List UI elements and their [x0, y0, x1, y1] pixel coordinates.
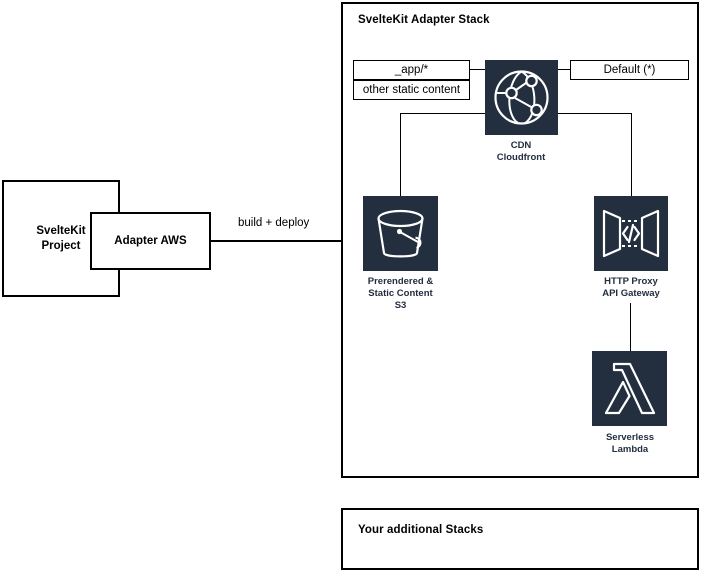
lambda-label: Serverless Lambda — [605, 432, 655, 455]
cdn-cloudfront-tile — [485, 60, 558, 135]
apigw-to-lambda-connector — [630, 303, 631, 351]
s3-tile — [363, 196, 438, 271]
globe-network-icon — [485, 60, 558, 135]
app-path-behavior-label: _app/* — [394, 64, 429, 76]
additional-stacks-box — [341, 508, 699, 570]
app-path-behavior-box: _app/* — [353, 60, 470, 80]
sveltekit-project-label: SvelteKit Project — [36, 225, 86, 252]
api-gateway-icon — [594, 196, 668, 271]
app-path-to-cdn-connector — [470, 69, 485, 70]
additional-stacks-title: Your additional Stacks — [358, 524, 484, 536]
cdn-to-s3-connector-horizontal — [400, 113, 486, 114]
other-static-behavior-label: other static content — [362, 84, 461, 96]
cdn-to-s3-connector-vertical — [400, 113, 401, 196]
sveltekit-adapter-stack-title: SvelteKit Adapter Stack — [358, 14, 490, 26]
lambda-tile — [592, 351, 667, 426]
api-gateway-label: HTTP Proxy API Gateway — [602, 276, 660, 299]
default-behavior-label: Default (*) — [603, 64, 656, 76]
other-static-behavior-box: other static content — [353, 80, 470, 100]
cdn-to-default-connector — [558, 69, 570, 70]
cdn-cloudfront-label: CDN Cloudfront — [496, 140, 546, 163]
cdn-to-apigw-connector-horizontal — [558, 113, 632, 114]
adapter-aws-label: Adapter AWS — [114, 234, 187, 247]
cdn-to-apigw-connector-vertical — [631, 113, 632, 196]
default-behavior-box: Default (*) — [570, 60, 689, 80]
adapter-aws-box: Adapter AWS — [90, 212, 211, 270]
bucket-icon — [363, 196, 438, 271]
build-deploy-connector — [211, 240, 342, 242]
lambda-icon — [592, 351, 667, 426]
api-gateway-tile — [594, 196, 668, 271]
s3-label: Prerendered & Static Content S3 — [367, 276, 434, 311]
build-deploy-label: build + deploy — [238, 217, 310, 229]
